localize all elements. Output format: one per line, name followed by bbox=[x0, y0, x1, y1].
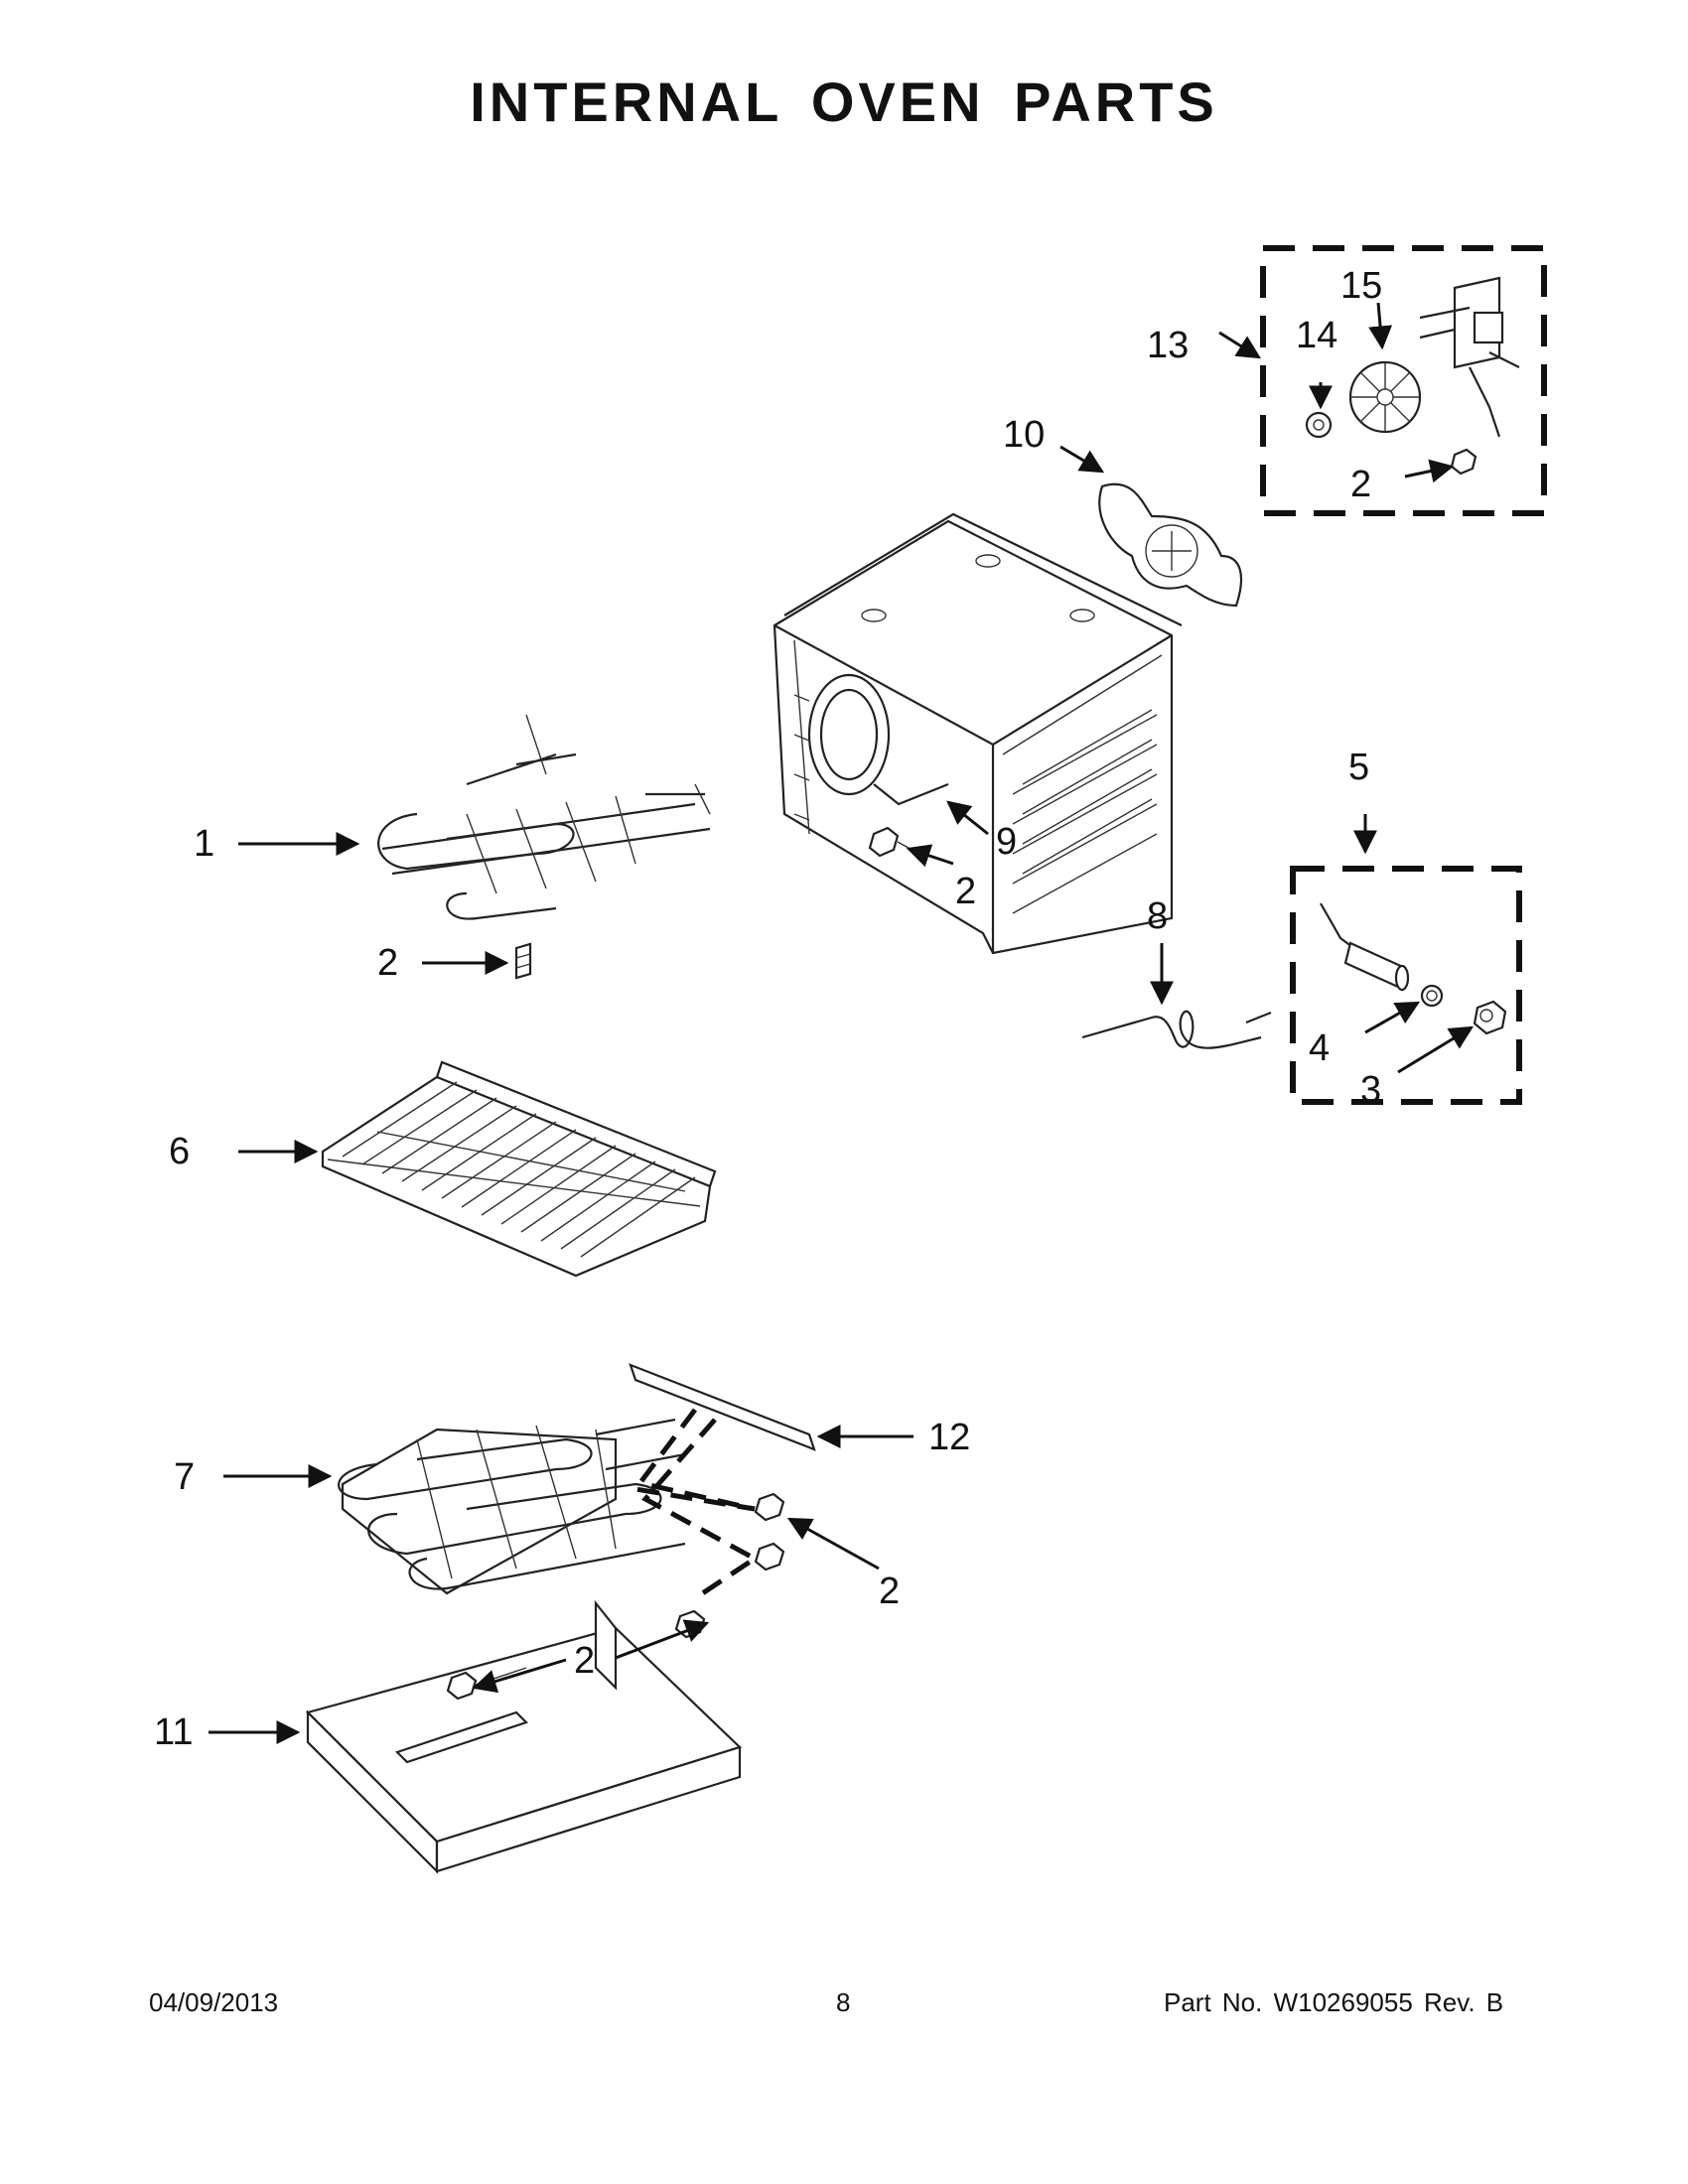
footer-page-number: 8 bbox=[836, 1987, 851, 2017]
callout-12: 12 bbox=[928, 1417, 970, 1458]
callout-14: 14 bbox=[1296, 315, 1337, 356]
broil-element bbox=[377, 714, 711, 920]
footer-date: 04/09/2013 bbox=[149, 1987, 279, 2017]
page-title: INTERNAL OVEN PARTS bbox=[470, 70, 1218, 133]
callout-2: 2 bbox=[955, 871, 976, 912]
oven-cavity bbox=[773, 512, 1183, 955]
callout-11: 11 bbox=[154, 1711, 193, 1753]
screw-icon bbox=[754, 1542, 785, 1571]
callout-5: 5 bbox=[1348, 747, 1369, 788]
screw-icon bbox=[514, 942, 532, 980]
callout-3: 3 bbox=[1360, 1069, 1381, 1111]
footer-part-number: Part No. W10269055 Rev. B bbox=[1164, 1987, 1504, 2017]
callout-10: 10 bbox=[1003, 414, 1045, 456]
temperature-probe bbox=[1081, 1010, 1272, 1049]
callout-1: 1 bbox=[194, 823, 214, 865]
convection-motor-kit bbox=[1260, 245, 1547, 516]
callout-2: 2 bbox=[377, 942, 398, 984]
sensor-kit bbox=[1290, 866, 1522, 1105]
callout-labels: 13 14 15 2 10 9 2 1 2 5 8 4 3 6 7 12 2 2… bbox=[154, 265, 1382, 1753]
callout-2: 2 bbox=[1350, 464, 1371, 505]
screw-icon bbox=[446, 1671, 478, 1701]
leader-lines bbox=[209, 302, 1475, 1744]
callout-13: 13 bbox=[1147, 325, 1189, 366]
fan-motor bbox=[1419, 276, 1520, 438]
element-bracket bbox=[629, 1363, 816, 1601]
callout-15: 15 bbox=[1340, 265, 1382, 307]
callout-6: 6 bbox=[169, 1131, 190, 1172]
bake-element bbox=[338, 1418, 686, 1595]
screw-icon bbox=[754, 1492, 785, 1522]
callout-2: 2 bbox=[574, 1640, 595, 1682]
callout-2: 2 bbox=[879, 1570, 900, 1612]
oven-rack bbox=[321, 1060, 717, 1278]
convection-element bbox=[807, 673, 949, 806]
callout-8: 8 bbox=[1147, 895, 1168, 937]
callout-7: 7 bbox=[174, 1456, 195, 1498]
callout-9: 9 bbox=[996, 821, 1017, 863]
fan-blade bbox=[1348, 360, 1422, 434]
callout-4: 4 bbox=[1309, 1027, 1330, 1069]
fan-baffle bbox=[1098, 482, 1243, 608]
bottom-cover bbox=[305, 1599, 743, 1874]
